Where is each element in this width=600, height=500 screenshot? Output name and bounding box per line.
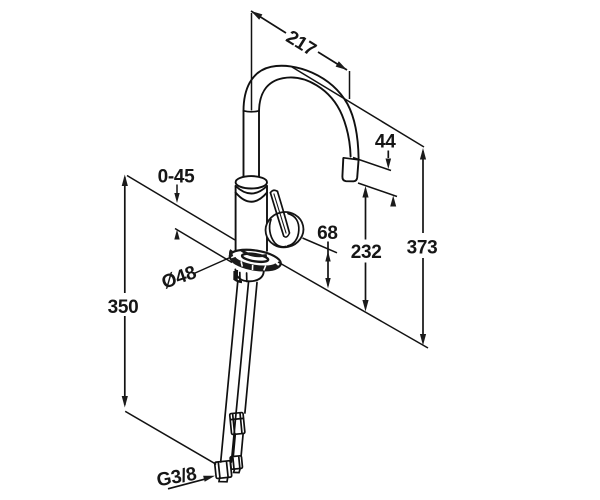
svg-text:232: 232: [351, 242, 382, 263]
svg-text:350: 350: [108, 297, 139, 318]
svg-text:44: 44: [375, 132, 396, 153]
svg-text:68: 68: [317, 223, 338, 244]
svg-text:0-45: 0-45: [158, 167, 196, 188]
svg-text:373: 373: [407, 237, 438, 258]
